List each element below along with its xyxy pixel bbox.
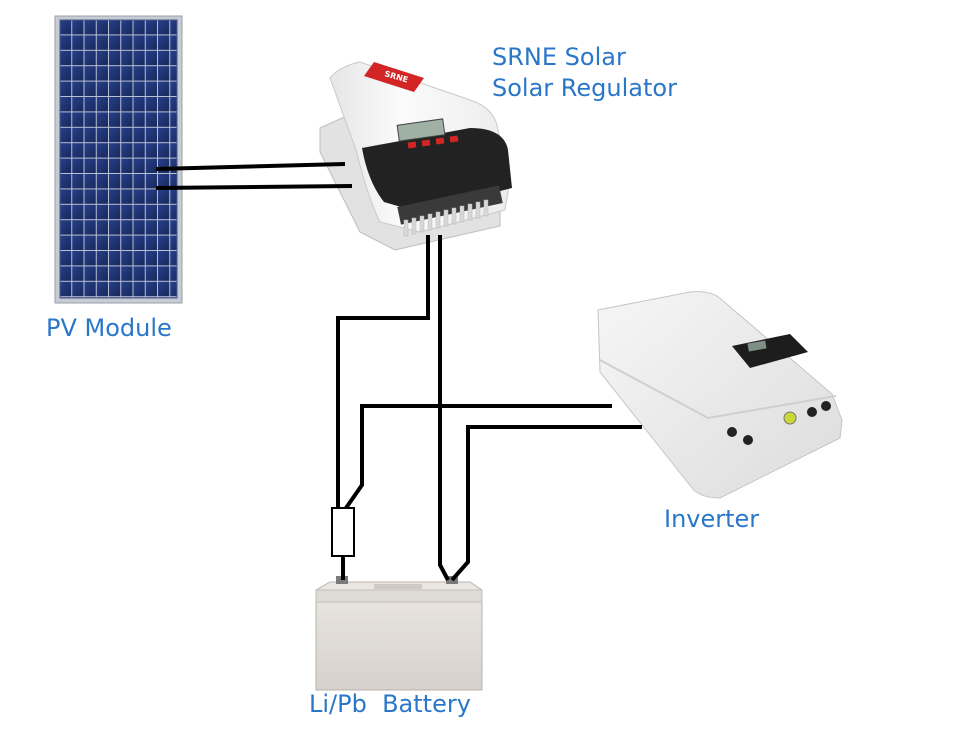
wire-ctl-battery-2 — [438, 235, 450, 581]
wire-pv-negative — [155, 184, 353, 190]
controller-label: SRNE Solar Solar Regulator — [492, 42, 677, 104]
fuse — [331, 507, 355, 557]
pv-module — [54, 15, 183, 304]
controller-label-line2: Solar Regulator — [492, 74, 677, 103]
solar-regulator: SRNE — [319, 61, 512, 251]
pv-module-label: PV Module — [46, 314, 172, 342]
inverter-label: Inverter — [664, 505, 760, 533]
inverter — [597, 291, 843, 499]
wire-ctl-battery-1 — [336, 235, 430, 508]
wire-inv-battery-2 — [450, 425, 642, 582]
wire-pv-positive — [155, 162, 346, 171]
wires — [155, 162, 642, 582]
battery-label: Li/Pb Battery — [309, 690, 471, 718]
controller-label-line1: SRNE Solar — [492, 43, 626, 71]
wire-inv-battery-1 — [344, 404, 612, 510]
battery — [315, 576, 483, 691]
